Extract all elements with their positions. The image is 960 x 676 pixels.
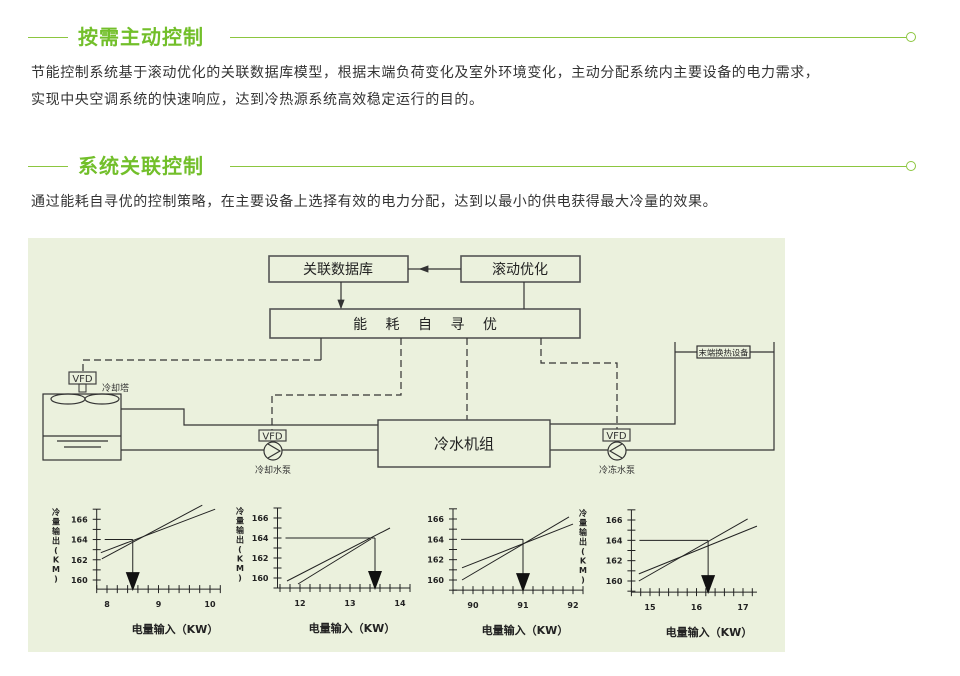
database-box: 关联数据库 (268, 255, 409, 283)
down-arrow-icon (125, 572, 140, 592)
y-tick-label: 160 (252, 574, 269, 583)
optimizer-label: 能 耗 自 寻 优 (353, 317, 497, 333)
x-tick-label: 16 (691, 603, 703, 612)
section-title: 系统关联控制 (78, 154, 204, 178)
cooling-pump-label: 冷却水泵 (255, 464, 291, 476)
y-tick-label: 162 (427, 556, 444, 565)
series-line-A (461, 523, 574, 569)
series-line-B (101, 504, 203, 560)
paragraph-line: 节能控制系统基于滚动优化的关联数据库模型，根据末端负荷变化及室外环境变化，主动分… (31, 65, 820, 81)
fan-icon (84, 393, 120, 405)
cooling-tower: VFD 冷却塔 (42, 371, 129, 461)
control-line-tower (82, 359, 321, 372)
x-tick-label: 9 (156, 600, 162, 609)
cooling-water-pump: VFD 冷却水泵 (255, 429, 291, 476)
y-tick-label: 164 (427, 535, 444, 544)
heading-rule-left (28, 37, 68, 38)
vfd-label: VFD (606, 431, 627, 442)
pump-direction-icon (608, 443, 623, 459)
rolling-optimization-box: 滚动优化 (460, 255, 581, 283)
y-tick-label: 160 (606, 577, 623, 586)
efficiency-chart-3: 160 162 164 166 90 91 92 电量输入（KW） (427, 508, 584, 637)
heading-rule-right (230, 166, 906, 167)
series-line-A (286, 527, 391, 582)
x-tick-label: 14 (394, 599, 406, 608)
control-line-cooling-pump (271, 338, 402, 430)
vfd-label: VFD (262, 432, 283, 443)
x-tick-label: 17 (737, 603, 748, 612)
series-line-B (638, 518, 748, 582)
heading-rule-right (230, 37, 906, 38)
heading-end-circle-icon (906, 161, 916, 171)
fan-icon (50, 393, 86, 405)
energy-optimizer-box: 能 耗 自 寻 优 (269, 308, 581, 339)
y-tick-label: 166 (71, 515, 88, 524)
section-title: 按需主动控制 (78, 25, 204, 49)
y-tick-label: 160 (71, 576, 88, 585)
paragraph-line: 实现中央空调系统的快速响应，达到冷热源系统高效稳定运行的目的。 (31, 92, 484, 108)
paragraph-line: 通过能耗自寻优的控制策略，在主要设备上选择有效的电力分配，达到以最小的供电获得最… (31, 194, 718, 210)
chiller-label: 冷水机组 (434, 435, 494, 453)
heading-end-circle-icon (906, 32, 916, 42)
x-tick-label: 90 (467, 601, 479, 610)
pipe (550, 342, 676, 425)
down-arrow-icon (368, 571, 382, 590)
y-tick-label: 166 (427, 515, 444, 524)
database-label: 关联数据库 (303, 262, 373, 278)
down-arrow-icon (516, 573, 530, 593)
control-line-chilled-pump (540, 338, 618, 429)
x-tick-label: 8 (104, 600, 110, 609)
cooling-tower-label: 冷却塔 (102, 382, 129, 394)
x-tick-label: 15 (644, 603, 656, 612)
heading-rule-left (28, 166, 68, 167)
y-tick-label: 162 (606, 557, 623, 566)
x-tick-label: 13 (344, 599, 355, 608)
x-axis-label: 电量输入（KW） (309, 621, 396, 635)
x-tick-label: 10 (204, 600, 216, 609)
series-line-B (297, 538, 372, 585)
x-tick-label: 91 (517, 601, 529, 610)
x-axis-label: 电量输入（KW） (482, 623, 569, 637)
y-tick-label: 166 (252, 514, 269, 523)
x-tick-label: 92 (567, 601, 578, 610)
x-tick-label: 12 (294, 599, 305, 608)
series-line-A (638, 525, 758, 575)
y-tick-label: 162 (71, 556, 88, 565)
chilled-pump-label: 冷冻水泵 (599, 464, 635, 476)
pump-icon (263, 441, 283, 461)
y-tick-label: 164 (606, 536, 623, 545)
y-tick-label: 164 (252, 534, 269, 543)
series-line-A (100, 508, 216, 554)
terminal-equipment: 末端换热设备 (696, 345, 751, 359)
y-tick-label: 164 (71, 536, 88, 545)
pipe (121, 408, 378, 426)
pump-direction-icon (267, 443, 282, 459)
x-axis-label: 电量输入（KW） (666, 625, 753, 639)
vfd-label: VFD (72, 374, 93, 385)
terminal-label: 末端换热设备 (699, 348, 749, 358)
control-diagram: 关联数据库 滚动优化 能 耗 自 寻 优 VFD 冷却塔 VFD (28, 238, 785, 652)
chilled-water-pump: VFD 冷冻水泵 (599, 428, 635, 476)
y-tick-label: 166 (606, 516, 623, 525)
chiller-unit: 冷水机组 (377, 419, 551, 468)
pipe (626, 342, 775, 451)
series-line-B (461, 516, 570, 581)
y-tick-label: 160 (427, 576, 444, 585)
rolling-label: 滚动优化 (492, 261, 548, 278)
pump-icon (607, 441, 627, 461)
x-axis-label: 电量输入（KW） (132, 622, 219, 636)
down-arrow-icon (701, 575, 716, 595)
y-tick-label: 162 (252, 554, 269, 563)
